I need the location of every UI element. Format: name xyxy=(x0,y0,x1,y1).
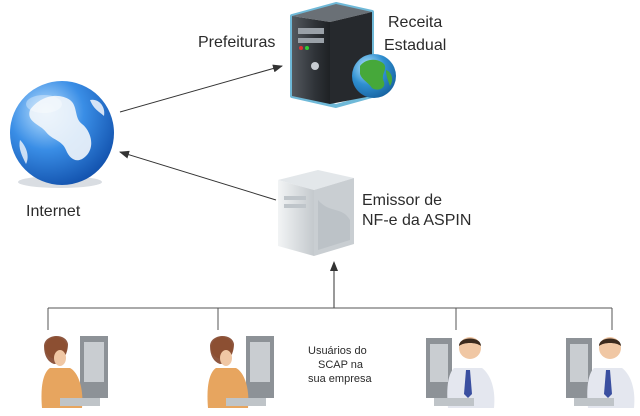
man-computer-icon xyxy=(426,337,495,408)
woman-computer-icon xyxy=(207,335,274,408)
internet-label: Internet xyxy=(26,203,81,220)
usuarios-label-line3: sua empresa xyxy=(308,373,372,385)
arrow-internet-to-receita xyxy=(119,64,283,113)
usuarios-label-line1: Usuários do xyxy=(308,345,367,357)
emissor-label-line2: NF-e da ASPIN xyxy=(362,212,471,229)
receita-label-line2: Estadual xyxy=(384,37,446,54)
man-computer-icon xyxy=(566,337,635,408)
woman-computer-icon xyxy=(41,335,108,408)
usuarios-label-line2: SCAP na xyxy=(318,359,364,371)
emissor-server-icon xyxy=(278,170,354,256)
emissor-label-line1: Emissor de xyxy=(362,192,442,209)
arrow-emissor-to-internet xyxy=(119,150,277,201)
earth-icon xyxy=(352,54,396,98)
globe-icon xyxy=(10,81,114,188)
receita-label-line1: Receita xyxy=(388,14,442,31)
prefeituras-label: Prefeituras xyxy=(198,34,275,51)
